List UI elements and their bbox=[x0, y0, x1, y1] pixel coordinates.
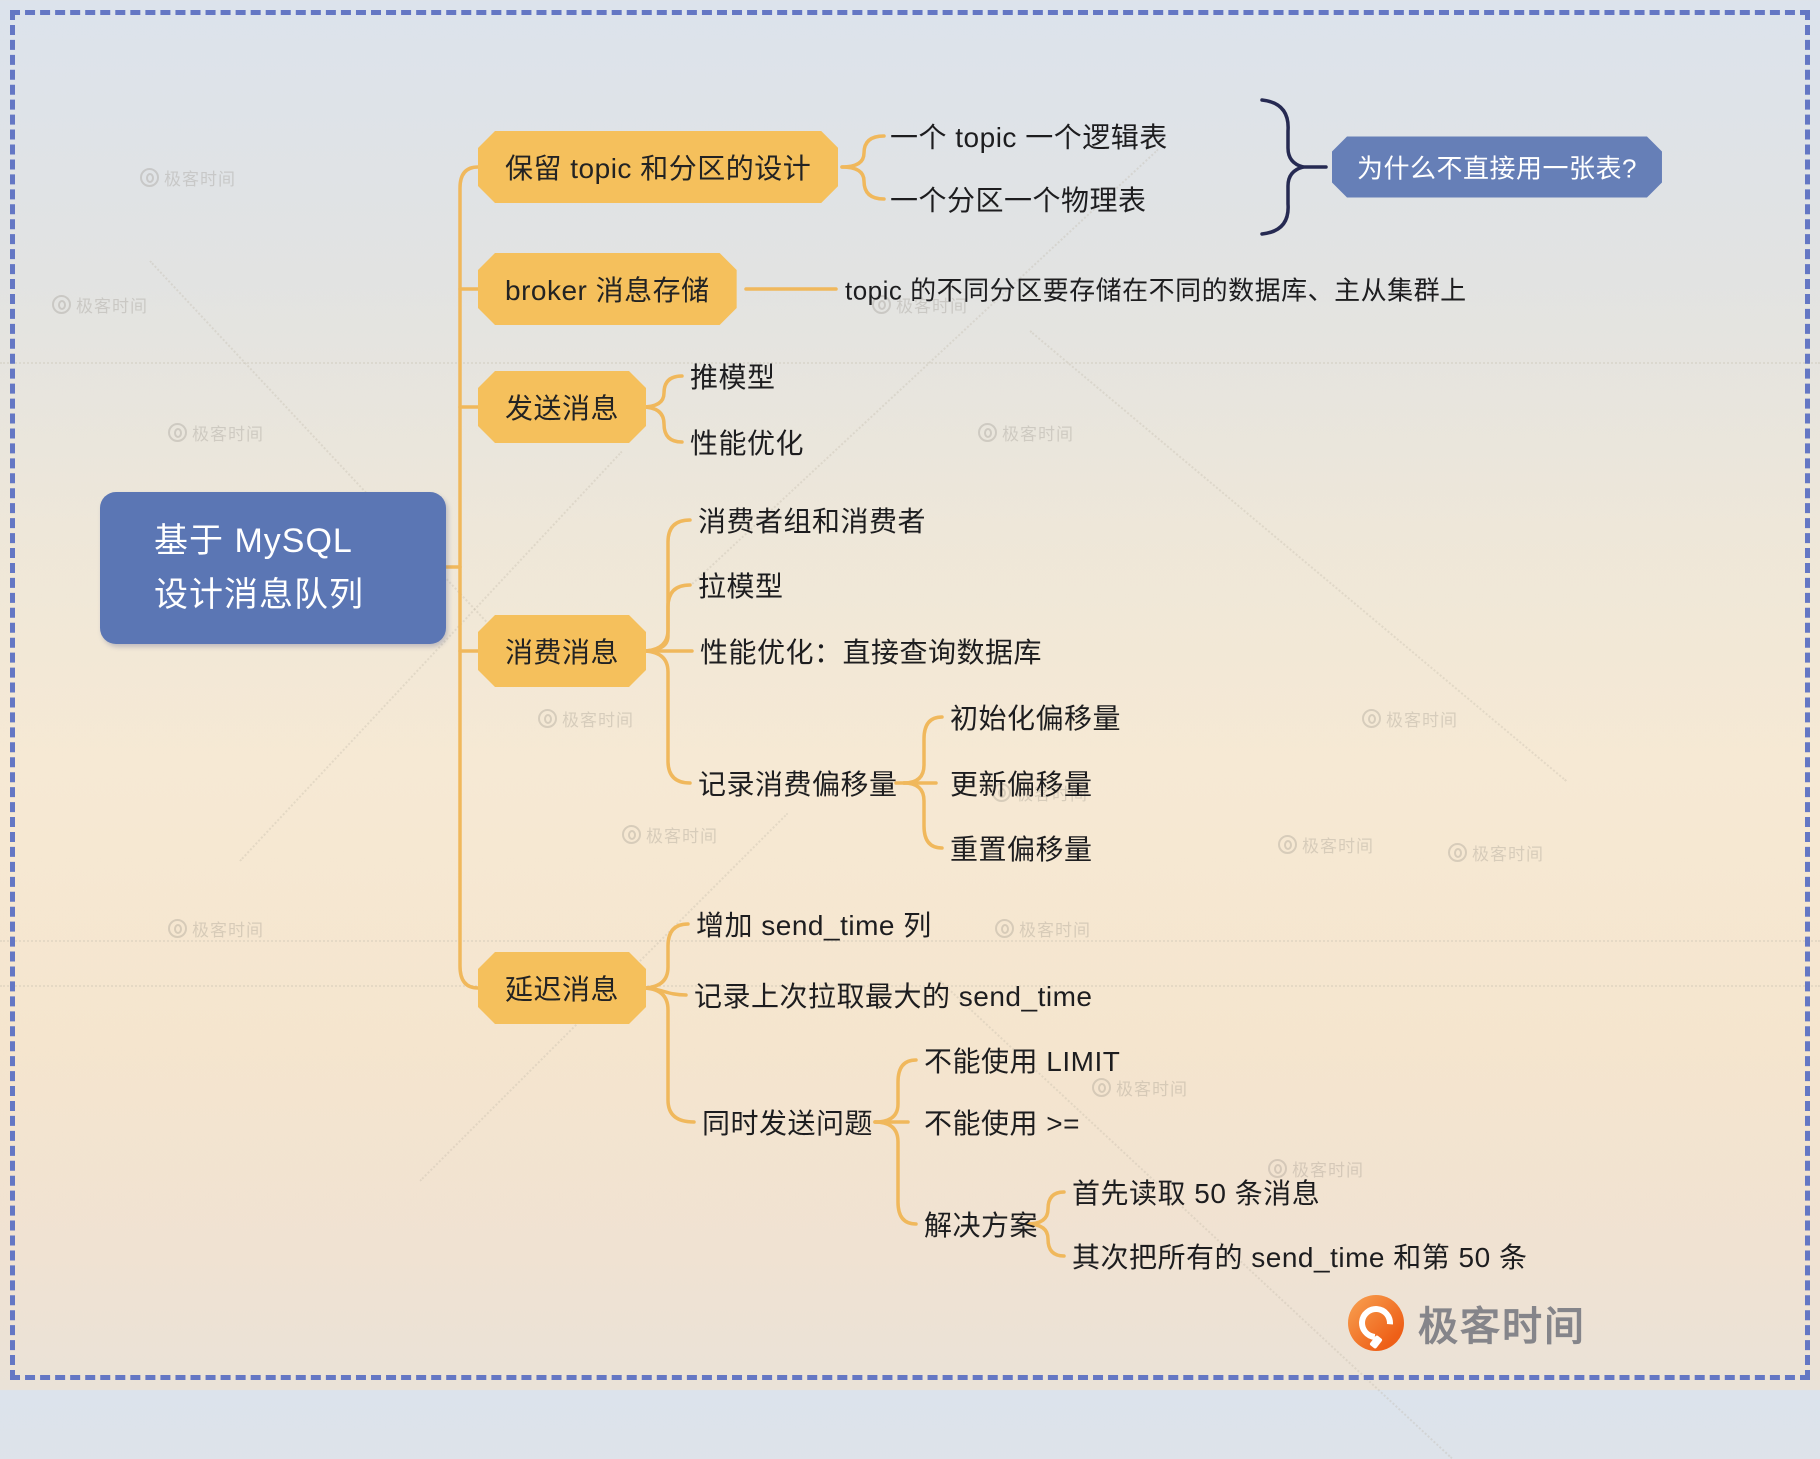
watermark-logo-icon bbox=[1362, 709, 1381, 728]
watermark: 极客时间 bbox=[1362, 706, 1458, 731]
watermark-logo-icon bbox=[872, 295, 891, 314]
watermark: 极客时间 bbox=[1448, 840, 1544, 865]
root-node[interactable]: 基于 MySQL 设计消息队列 bbox=[100, 492, 446, 644]
leaf-push-model[interactable]: 推模型 bbox=[690, 362, 776, 393]
watermark-logo-icon bbox=[52, 295, 71, 314]
leaf-performance-optimization[interactable]: 性能优化 bbox=[690, 428, 805, 459]
leaf-perf-direct-query[interactable]: 性能优化：直接查询数据库 bbox=[700, 637, 1043, 668]
watermark: 极客时间 bbox=[992, 780, 1088, 805]
leaf-update-offset[interactable]: 更新偏移量 bbox=[950, 769, 1093, 800]
orange-connectors bbox=[442, 134, 1066, 1258]
watermark-logo-icon bbox=[168, 423, 187, 442]
bg-dotted-line bbox=[0, 940, 1820, 942]
watermark-logo-icon bbox=[140, 168, 159, 187]
leaf-solution-read-50[interactable]: 首先读取 50 条消息 bbox=[1072, 1178, 1321, 1209]
watermark-logo-icon bbox=[992, 783, 1011, 802]
watermark: 极客时间 bbox=[995, 916, 1091, 941]
watermark: 极客时间 bbox=[978, 420, 1074, 445]
watermark-logo-icon bbox=[1278, 835, 1297, 854]
watermark-logo-icon bbox=[168, 919, 187, 938]
leaf-one-partition-one-physical-table[interactable]: 一个分区一个物理表 bbox=[890, 185, 1147, 216]
leaf-solution[interactable]: 解决方案 bbox=[924, 1210, 1039, 1241]
leaf-concurrent-send-issue[interactable]: 同时发送问题 bbox=[702, 1108, 874, 1139]
leaf-broker-storage-note[interactable]: topic 的不同分区要存储在不同的数据库、主从集群上 bbox=[845, 275, 1467, 306]
brace-icon bbox=[1260, 98, 1328, 236]
leaf-record-consume-offset[interactable]: 记录消费偏移量 bbox=[698, 769, 898, 800]
geektime-logo-text: 极客时间 bbox=[1418, 1305, 1586, 1349]
geektime-logo-icon bbox=[1348, 1295, 1404, 1351]
watermark-logo-icon bbox=[538, 709, 557, 728]
watermark: 极客时间 bbox=[1268, 1156, 1364, 1181]
branch-broker-message-storage[interactable]: broker 消息存储 bbox=[478, 253, 737, 325]
watermark-logo-icon bbox=[1268, 1159, 1287, 1178]
branch-send-message[interactable]: 发送消息 bbox=[478, 371, 646, 443]
watermark: 极客时间 bbox=[52, 292, 148, 317]
geektime-logo: 极客时间 bbox=[1348, 1294, 1586, 1352]
branch-delayed-message[interactable]: 延迟消息 bbox=[478, 952, 646, 1024]
leaf-solution-compare-send-time[interactable]: 其次把所有的 send_time 和第 50 条 bbox=[1072, 1242, 1528, 1273]
watermark: 极客时间 bbox=[1092, 1075, 1188, 1100]
root-node-line1: 基于 MySQL bbox=[154, 521, 353, 560]
leaf-init-offset[interactable]: 初始化偏移量 bbox=[950, 703, 1122, 734]
watermark: 极客时间 bbox=[872, 292, 968, 317]
leaf-consumer-group[interactable]: 消费者组和消费者 bbox=[698, 506, 927, 537]
leaf-record-last-max-send-time[interactable]: 记录上次拉取最大的 send_time bbox=[694, 981, 1093, 1012]
watermark-logo-icon bbox=[995, 919, 1014, 938]
watermark: 极客时间 bbox=[1278, 832, 1374, 857]
bg-dotted-line bbox=[0, 985, 1820, 987]
leaf-one-topic-one-logical-table[interactable]: 一个 topic 一个逻辑表 bbox=[890, 122, 1168, 153]
watermark: 极客时间 bbox=[622, 822, 718, 847]
branch-retain-topic-design[interactable]: 保留 topic 和分区的设计 bbox=[478, 131, 838, 203]
watermark: 极客时间 bbox=[168, 420, 264, 445]
leaf-add-send-time-column[interactable]: 增加 send_time 列 bbox=[696, 910, 932, 941]
connector-canvas bbox=[442, 98, 1328, 1258]
bg-dotted-line bbox=[0, 362, 1820, 364]
watermark-logo-icon bbox=[622, 825, 641, 844]
leaf-cannot-use-limit[interactable]: 不能使用 LIMIT bbox=[924, 1046, 1121, 1077]
leaf-cannot-use-gte[interactable]: 不能使用 >= bbox=[924, 1108, 1080, 1139]
watermark-logo-icon bbox=[978, 423, 997, 442]
watermark: 极客时间 bbox=[168, 916, 264, 941]
leaf-pull-model[interactable]: 拉模型 bbox=[698, 571, 784, 602]
root-node-line2: 设计消息队列 bbox=[154, 576, 364, 614]
watermark: 极客时间 bbox=[538, 706, 634, 731]
branch-consume-message[interactable]: 消费消息 bbox=[478, 615, 646, 687]
question-node-why-not-one-table[interactable]: 为什么不直接用一张表? bbox=[1332, 137, 1662, 198]
watermark: 极客时间 bbox=[140, 165, 236, 190]
watermark-logo-icon bbox=[1092, 1078, 1111, 1097]
leaf-reset-offset[interactable]: 重置偏移量 bbox=[950, 834, 1093, 865]
watermark-logo-icon bbox=[1448, 843, 1467, 862]
